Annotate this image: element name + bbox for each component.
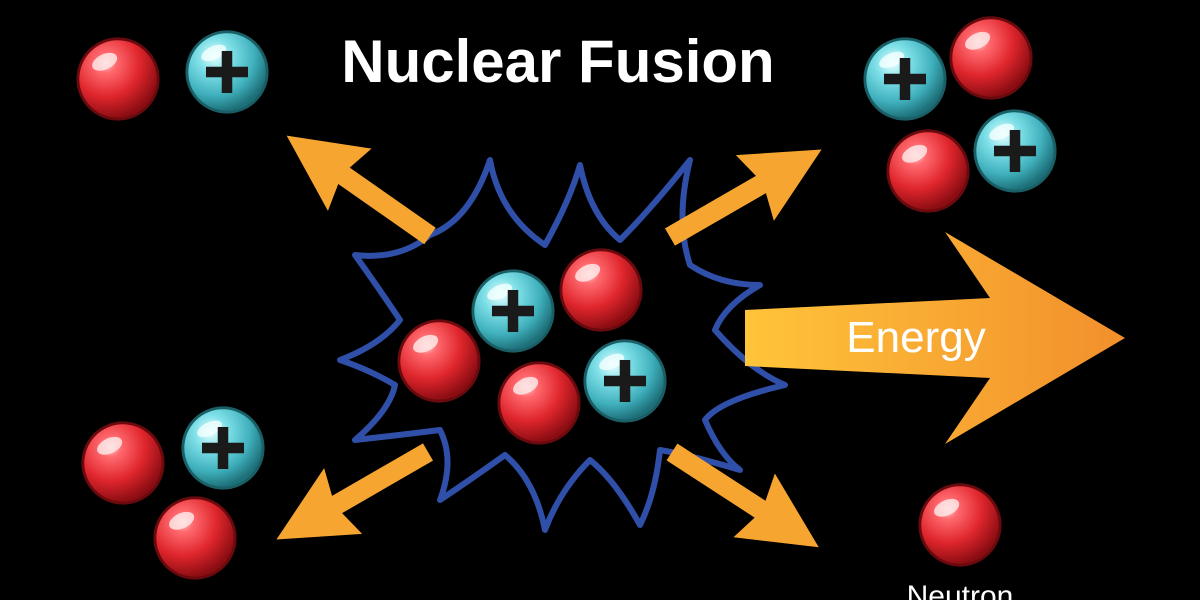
page-title: Nuclear Fusion — [341, 28, 774, 95]
neutron-icon — [918, 483, 1002, 567]
proton-icon — [973, 109, 1057, 193]
neutron-icon — [559, 248, 643, 332]
proton-icon — [863, 37, 947, 121]
neutron-icon — [81, 421, 165, 505]
energy-label: Energy — [846, 313, 985, 362]
proton-icon — [181, 406, 265, 490]
proton-icon — [471, 269, 555, 353]
orange-arrow-icon — [665, 149, 822, 246]
orange-arrow-icon — [286, 135, 436, 245]
proton-icon — [583, 339, 667, 423]
neutron-label: Neutron — [907, 580, 1014, 600]
neutron-icon — [886, 129, 970, 213]
neutron-icon — [76, 37, 160, 121]
neutron-icon — [949, 16, 1033, 100]
arrow-upper-left — [286, 135, 436, 245]
arrow-lower-left — [276, 443, 433, 540]
energy-arrow-icon — [745, 232, 1125, 444]
arrow-lower-right — [666, 443, 819, 548]
neutron-icon — [497, 361, 581, 445]
orange-arrow-icon — [666, 443, 819, 548]
neutron-icon — [397, 319, 481, 403]
proton-icon — [185, 30, 269, 114]
orange-arrow-icon — [276, 443, 433, 540]
arrow-upper-right — [665, 149, 822, 246]
neutron-icon — [153, 496, 237, 580]
